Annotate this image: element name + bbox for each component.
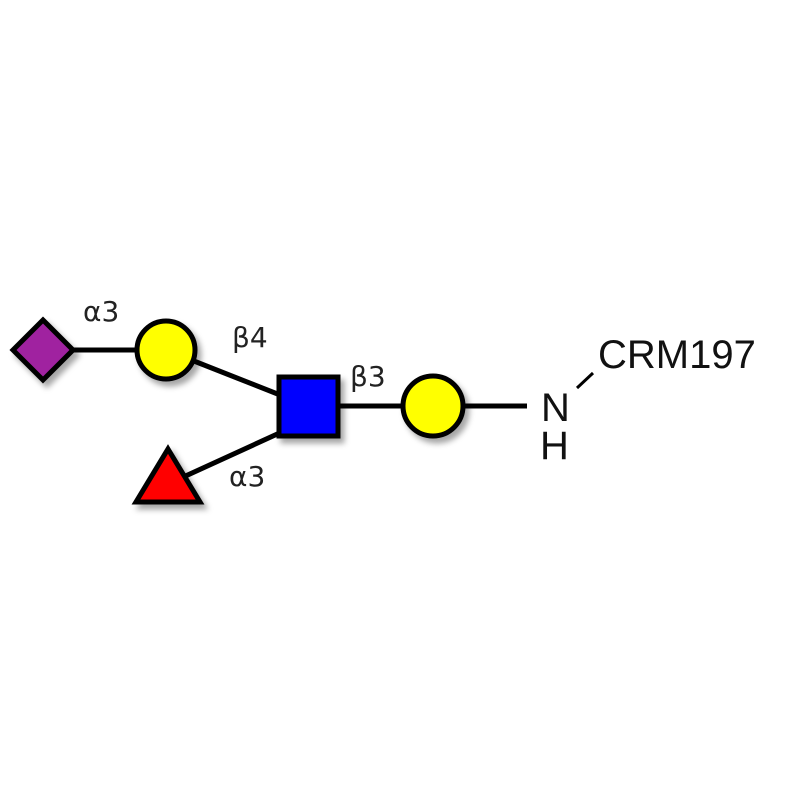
linkage-label-sia: α3 [83,295,119,328]
fuc-triangle-icon [131,444,205,505]
glcnac-square-icon [276,374,341,439]
gal-circle-icon [134,318,198,382]
bond-n-carrier [575,371,595,390]
linker-n: N [541,386,570,430]
neu5ac-diamond-icon [9,316,77,384]
linker-h: H [540,424,569,468]
linkage-label-glcnac: β3 [350,360,386,393]
linkage-label-gal: β4 [232,321,268,354]
reducing-gal-circle-icon [400,373,466,439]
carrier-label: CRM197 [598,333,756,377]
linkage-label-fuc: α3 [229,460,265,493]
